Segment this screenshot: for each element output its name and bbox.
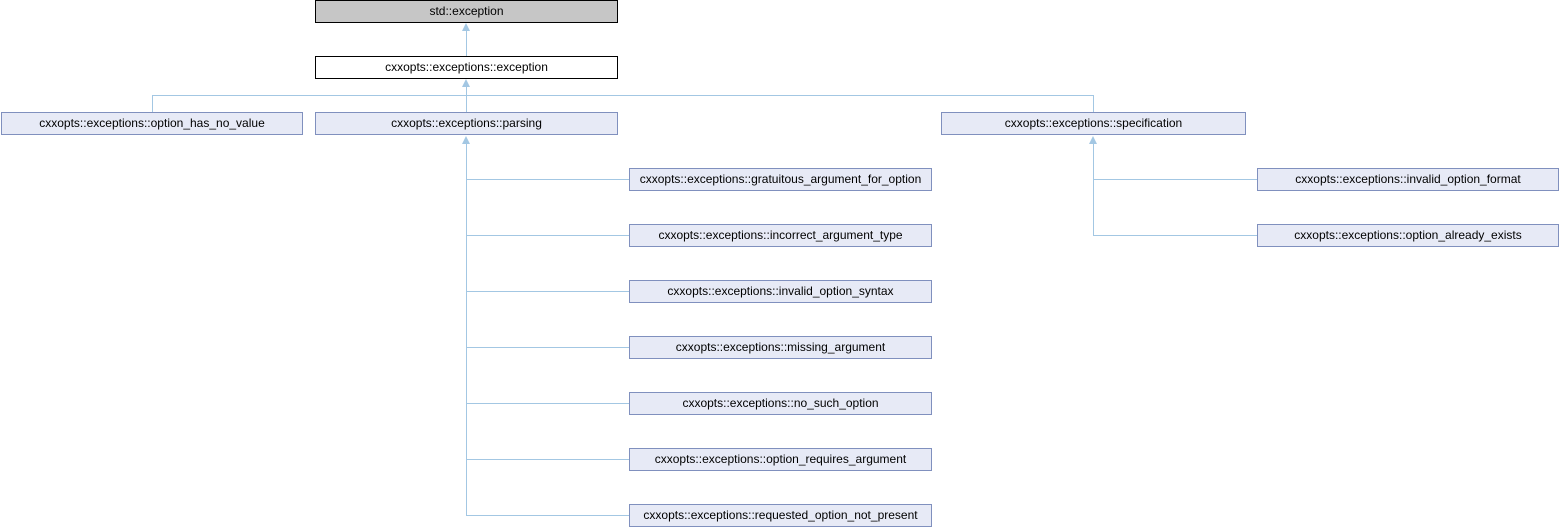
edge-line — [466, 31, 467, 56]
class-node-specification[interactable]: cxxopts::exceptions::specification — [941, 112, 1246, 135]
arrow-up-icon — [1089, 136, 1097, 144]
edge-line — [466, 403, 629, 404]
edge-line — [466, 179, 629, 180]
class-node-missing-argument[interactable]: cxxopts::exceptions::missing_argument — [629, 336, 932, 359]
class-node-option-has-no-value[interactable]: cxxopts::exceptions::option_has_no_value — [1, 112, 303, 135]
class-node-std-exception: std::exception — [315, 0, 618, 23]
edge-line — [1093, 179, 1257, 180]
class-node-invalid-option-syntax[interactable]: cxxopts::exceptions::invalid_option_synt… — [629, 280, 932, 303]
class-node-incorrect-argument-type[interactable]: cxxopts::exceptions::incorrect_argument_… — [629, 224, 932, 247]
edge-line — [152, 95, 153, 112]
arrow-up-icon — [462, 23, 470, 31]
edge-line — [1093, 235, 1257, 236]
class-node-gratuitous-argument-for-option[interactable]: cxxopts::exceptions::gratuitous_argument… — [629, 168, 932, 191]
edge-line — [152, 95, 1094, 96]
edge-line — [466, 87, 467, 112]
class-node-parsing[interactable]: cxxopts::exceptions::parsing — [315, 112, 618, 135]
edge-line — [466, 515, 629, 516]
edge-line — [1093, 144, 1094, 236]
edge-line — [466, 347, 629, 348]
edge-line — [466, 235, 629, 236]
class-node-invalid-option-format[interactable]: cxxopts::exceptions::invalid_option_form… — [1257, 168, 1559, 191]
class-node-exception[interactable]: cxxopts::exceptions::exception — [315, 56, 618, 79]
edge-line — [1093, 95, 1094, 112]
class-node-no-such-option[interactable]: cxxopts::exceptions::no_such_option — [629, 392, 932, 415]
class-node-requested-option-not-present[interactable]: cxxopts::exceptions::requested_option_no… — [629, 504, 932, 527]
arrow-up-icon — [462, 136, 470, 144]
edge-line — [466, 291, 629, 292]
class-node-option-already-exists[interactable]: cxxopts::exceptions::option_already_exis… — [1257, 224, 1559, 247]
arrow-up-icon — [462, 79, 470, 87]
edge-line — [466, 459, 629, 460]
class-node-option-requires-argument[interactable]: cxxopts::exceptions::option_requires_arg… — [629, 448, 932, 471]
edge-line — [466, 144, 467, 516]
